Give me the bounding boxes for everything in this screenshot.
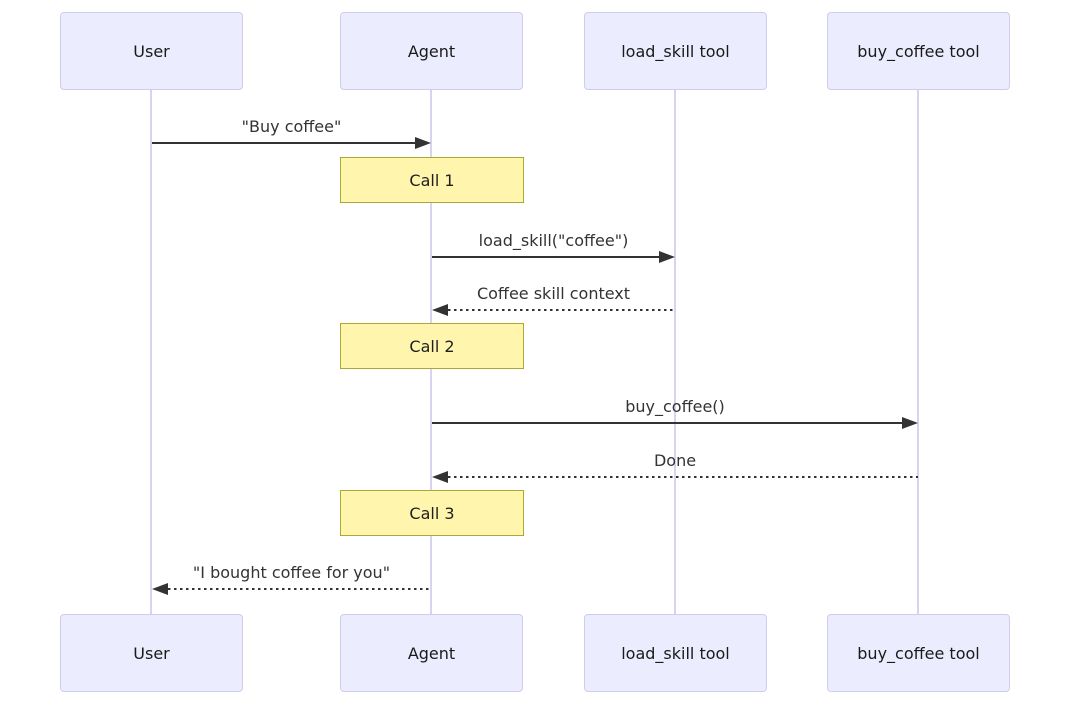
note-label: Call 2 bbox=[409, 336, 455, 356]
actor-bottom-agent: Agent bbox=[340, 614, 523, 692]
actor-bottom-user: User bbox=[60, 614, 243, 692]
note-label: Call 1 bbox=[409, 170, 455, 190]
actor-label: User bbox=[133, 643, 170, 663]
arrowhead-left-icon bbox=[432, 304, 448, 316]
note-call-1: Call 1 bbox=[340, 157, 524, 203]
actor-bottom-load-skill-tool: load_skill tool bbox=[584, 614, 767, 692]
note-call-3: Call 3 bbox=[340, 490, 524, 536]
message-line-buy-coffee-call bbox=[432, 422, 902, 424]
arrowhead-left-icon bbox=[152, 583, 168, 595]
actor-label: Agent bbox=[407, 41, 456, 61]
arrowhead-left-icon bbox=[432, 471, 448, 483]
lifeline-buy-coffee-tool bbox=[917, 90, 919, 614]
arrowhead-right-icon bbox=[902, 417, 918, 429]
actor-top-user: User bbox=[60, 12, 243, 90]
message-label-load-skill: load_skill("coffee") bbox=[478, 231, 629, 250]
message-line-coffee-skill-context bbox=[448, 309, 675, 311]
actor-label: User bbox=[133, 41, 170, 61]
arrowhead-right-icon bbox=[415, 137, 431, 149]
message-label-buy-coffee-call: buy_coffee() bbox=[625, 397, 725, 416]
actor-label: load_skill tool bbox=[621, 643, 730, 663]
message-line-done bbox=[448, 476, 918, 478]
note-label: Call 3 bbox=[409, 503, 455, 523]
actor-label: buy_coffee tool bbox=[857, 41, 980, 61]
arrowhead-right-icon bbox=[659, 251, 675, 263]
actor-top-buy-coffee-tool: buy_coffee tool bbox=[827, 12, 1010, 90]
lifeline-user bbox=[150, 90, 152, 614]
message-line-buy-coffee bbox=[152, 142, 417, 144]
actor-bottom-buy-coffee-tool: buy_coffee tool bbox=[827, 614, 1010, 692]
message-line-i-bought-coffee bbox=[168, 588, 431, 590]
actor-label: buy_coffee tool bbox=[857, 643, 980, 663]
message-label-buy-coffee: "Buy coffee" bbox=[241, 117, 342, 136]
note-call-2: Call 2 bbox=[340, 323, 524, 369]
actor-top-agent: Agent bbox=[340, 12, 523, 90]
lifeline-load-skill-tool bbox=[674, 90, 676, 614]
message-label-done: Done bbox=[653, 451, 697, 470]
message-line-load-skill bbox=[432, 256, 661, 258]
message-label-coffee-skill-context: Coffee skill context bbox=[476, 284, 631, 303]
actor-label: Agent bbox=[407, 643, 456, 663]
actor-top-load-skill-tool: load_skill tool bbox=[584, 12, 767, 90]
actor-label: load_skill tool bbox=[621, 41, 730, 61]
message-label-i-bought-coffee: "I bought coffee for you" bbox=[192, 563, 391, 582]
